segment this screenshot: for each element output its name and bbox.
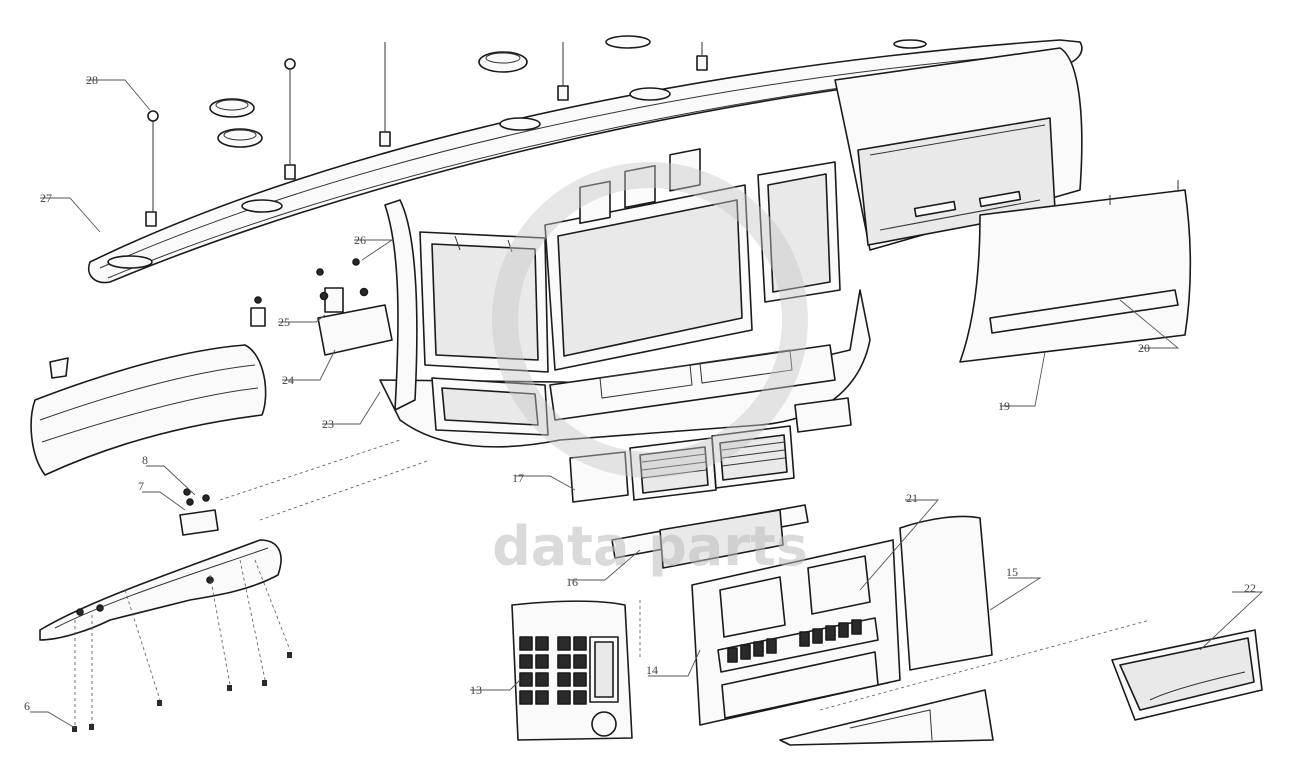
callout-23: 23	[322, 417, 334, 431]
callout-7: 7	[138, 479, 144, 493]
storage-tray	[1111, 629, 1263, 721]
watermark: data parts	[492, 162, 808, 578]
callout-8: 8	[142, 453, 148, 467]
callout-14: 14	[646, 663, 658, 677]
callout-17: 17	[512, 471, 524, 485]
lower-left-handle	[39, 488, 282, 641]
callout-labels: 6 7 8 13 14 15 16 17 19 20 21 22 23 24 2…	[24, 73, 1256, 713]
callout-21: 21	[906, 491, 918, 505]
callout-leaders	[30, 79, 1264, 729]
callout-15: 15	[1006, 565, 1018, 579]
center-trim-panel	[691, 539, 901, 726]
watermark-text: data parts	[492, 515, 808, 578]
bottom-partial-component	[779, 689, 994, 746]
air-vents	[569, 397, 852, 569]
callout-19: 19	[998, 399, 1010, 413]
callout-24: 24	[282, 373, 294, 387]
callout-13: 13	[470, 683, 482, 697]
center-console-frame	[379, 148, 871, 448]
callout-28: 28	[86, 73, 98, 87]
callout-22: 22	[1244, 581, 1256, 595]
bracket-assembly	[250, 258, 393, 356]
callout-25: 25	[278, 315, 290, 329]
fastener-caps	[147, 58, 296, 122]
callout-20: 20	[1138, 341, 1150, 355]
switch-panel	[511, 600, 633, 741]
glove-box-lid	[959, 180, 1192, 363]
left-side-cover	[30, 344, 267, 476]
callout-27: 27	[40, 191, 52, 205]
callout-26: 26	[354, 233, 366, 247]
callout-16: 16	[566, 575, 578, 589]
mounting-screws	[72, 439, 431, 732]
speaker-grilles	[209, 35, 651, 148]
assembly-guide-lines	[639, 600, 1151, 711]
callout-6: 6	[24, 699, 30, 713]
side-trim-panel	[899, 515, 993, 671]
